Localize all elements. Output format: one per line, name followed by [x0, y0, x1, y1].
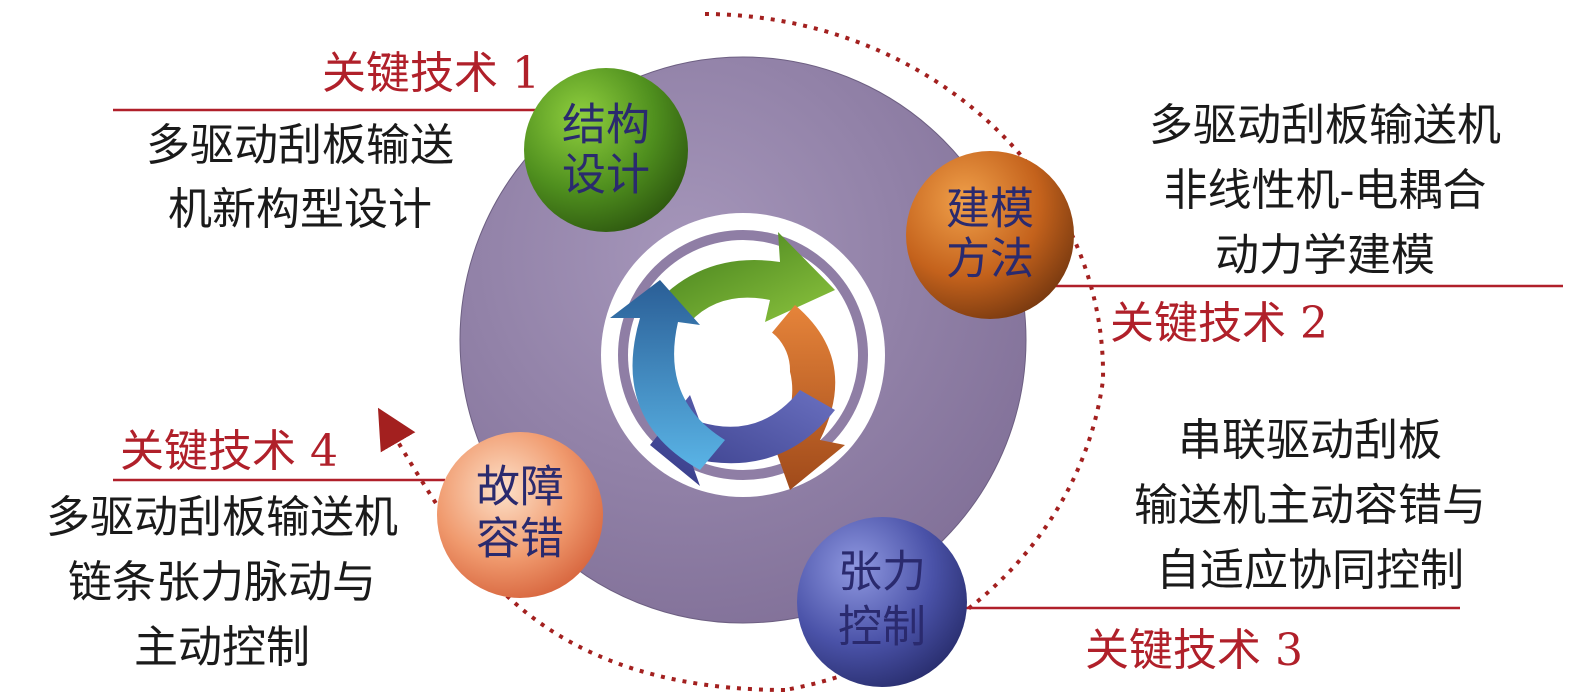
tech1-line2: 机新构型设计: [168, 184, 432, 235]
node-modeling-line2: 方法: [946, 234, 1034, 285]
tech4-line3: 主动控制: [134, 622, 310, 673]
node-fault-line2: 容错: [476, 514, 564, 565]
tech2-line2: 非线性机-电耦合: [1164, 165, 1487, 216]
tech1-line1: 多驱动刮板输送: [146, 120, 454, 171]
blue-arrow: [610, 280, 725, 470]
tech1-title: 关键技术 1: [322, 48, 540, 99]
tech3-line3: 自适应协同控制: [1156, 545, 1464, 596]
purple-arrow: [650, 390, 835, 486]
node-tension-control: 张力 控制: [797, 517, 967, 687]
cycle-arrows-icon: [610, 232, 845, 490]
tech3-line2: 输送机主动容错与: [1134, 480, 1486, 531]
node-structure-line2: 设计: [562, 150, 650, 201]
tech4-line2: 链条张力脉动与: [68, 557, 376, 608]
node-structure-line1: 结构: [562, 100, 650, 151]
node-modeling-method: 建模 方法: [906, 151, 1074, 319]
node-structure-design: 结构 设计: [524, 68, 688, 232]
cycle-dotted-arc-top: [704, 12, 1106, 692]
tech4-title: 关键技术 4: [120, 426, 338, 477]
node-fault-line1: 故障: [476, 462, 564, 513]
node-tension-line1: 张力: [838, 547, 926, 598]
tech2-line1: 多驱动刮板输送机: [1149, 100, 1501, 151]
green-arrow: [650, 232, 835, 322]
tech3-title: 关键技术 3: [1085, 625, 1303, 676]
tech3-line1: 串联驱动刮板: [1178, 415, 1442, 466]
node-tension-line2: 控制: [838, 602, 926, 653]
tech4-line1: 多驱动刮板输送机: [46, 492, 398, 543]
tech2-line3: 动力学建模: [1215, 230, 1435, 281]
node-fault-tolerance: 故障 容错: [437, 432, 603, 598]
tech2-title: 关键技术 2: [1110, 298, 1328, 349]
node-modeling-line1: 建模: [946, 184, 1034, 235]
